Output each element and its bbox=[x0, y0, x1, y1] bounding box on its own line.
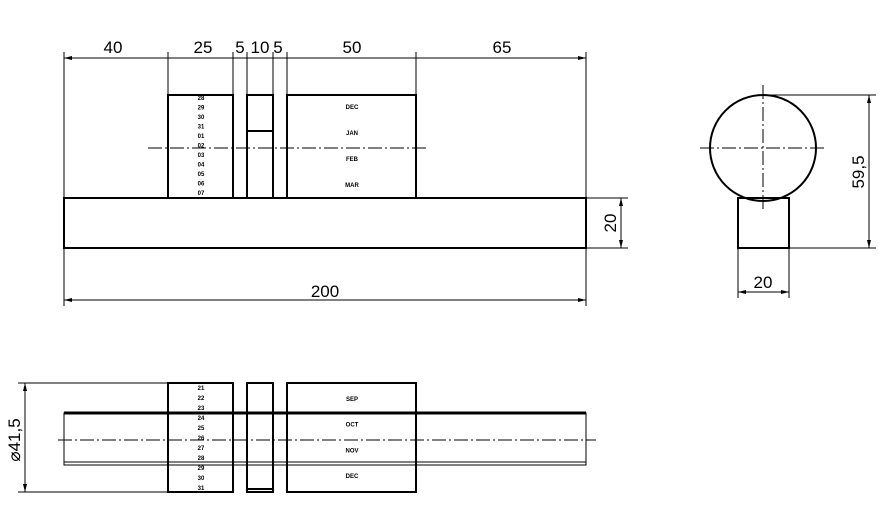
day-number: 24 bbox=[198, 416, 205, 422]
day-numbers-top: 21 22 23 24 25 26 27 28 29 30 31 bbox=[198, 386, 205, 492]
day-number: 26 bbox=[198, 436, 205, 442]
day-number: 28 bbox=[198, 96, 205, 102]
day-numbers: 28 29 30 31 01 02 03 04 05 06 07 bbox=[198, 96, 205, 197]
day-number: 28 bbox=[198, 456, 205, 462]
separator-drum bbox=[246, 94, 274, 199]
day-number: 07 bbox=[198, 191, 205, 197]
day-number: 30 bbox=[198, 115, 205, 121]
front-view: 28 29 30 31 01 02 03 04 05 06 07 DEC JAN FEB MAR 40 2… bbox=[63, 38, 628, 306]
month-labels: DEC JAN FEB MAR bbox=[345, 105, 359, 189]
dim-diameter: ⌀41,5 bbox=[5, 418, 24, 461]
day-number: 05 bbox=[198, 172, 205, 178]
month-labels-top: SEP OCT NOV DEC bbox=[345, 397, 359, 480]
month-label: OCT bbox=[346, 423, 359, 429]
day-drum bbox=[167, 94, 234, 199]
day-number: 25 bbox=[198, 426, 205, 432]
dim-25: 25 bbox=[194, 38, 213, 57]
separator-drum-top bbox=[246, 382, 274, 493]
base-bar bbox=[63, 197, 587, 249]
dim-40: 40 bbox=[104, 38, 123, 57]
dim-20-width: 20 bbox=[754, 273, 773, 292]
day-number: 04 bbox=[198, 163, 205, 169]
day-number: 01 bbox=[198, 134, 205, 140]
day-number: 31 bbox=[198, 125, 205, 131]
month-drum bbox=[286, 94, 417, 199]
month-label: DEC bbox=[346, 474, 359, 480]
top-view: 21 22 23 24 25 26 27 28 29 30 31 SEP OCT NOV DEC ⌀41,… bbox=[5, 382, 596, 493]
dim-5a: 5 bbox=[235, 38, 244, 57]
dim-20-height: 20 bbox=[601, 214, 620, 233]
month-label: FEB bbox=[346, 157, 359, 163]
dim-59-5: 59,5 bbox=[849, 155, 868, 188]
dim-10: 10 bbox=[251, 38, 270, 57]
day-number: 06 bbox=[198, 182, 205, 188]
day-number: 27 bbox=[198, 446, 205, 452]
month-label: DEC bbox=[346, 105, 359, 111]
month-label: NOV bbox=[345, 448, 358, 454]
month-label: JAN bbox=[346, 131, 358, 137]
rod bbox=[63, 412, 587, 466]
day-drum-top bbox=[167, 382, 234, 493]
dim-5b: 5 bbox=[273, 38, 282, 57]
day-number: 02 bbox=[198, 144, 205, 150]
month-label: SEP bbox=[346, 397, 358, 403]
dim-65: 65 bbox=[493, 38, 512, 57]
dim-200: 200 bbox=[311, 282, 339, 301]
day-number: 31 bbox=[198, 486, 205, 492]
day-number: 03 bbox=[198, 153, 205, 159]
month-label: MAR bbox=[345, 183, 359, 189]
day-number: 21 bbox=[198, 386, 205, 392]
dim-50: 50 bbox=[343, 38, 362, 57]
month-drum-top bbox=[286, 382, 417, 493]
day-number: 29 bbox=[198, 466, 205, 472]
day-number: 30 bbox=[198, 476, 205, 482]
side-view: 59,5 20 bbox=[700, 85, 876, 298]
day-number: 23 bbox=[198, 406, 205, 412]
day-number: 29 bbox=[198, 106, 205, 112]
day-number: 22 bbox=[198, 396, 205, 402]
